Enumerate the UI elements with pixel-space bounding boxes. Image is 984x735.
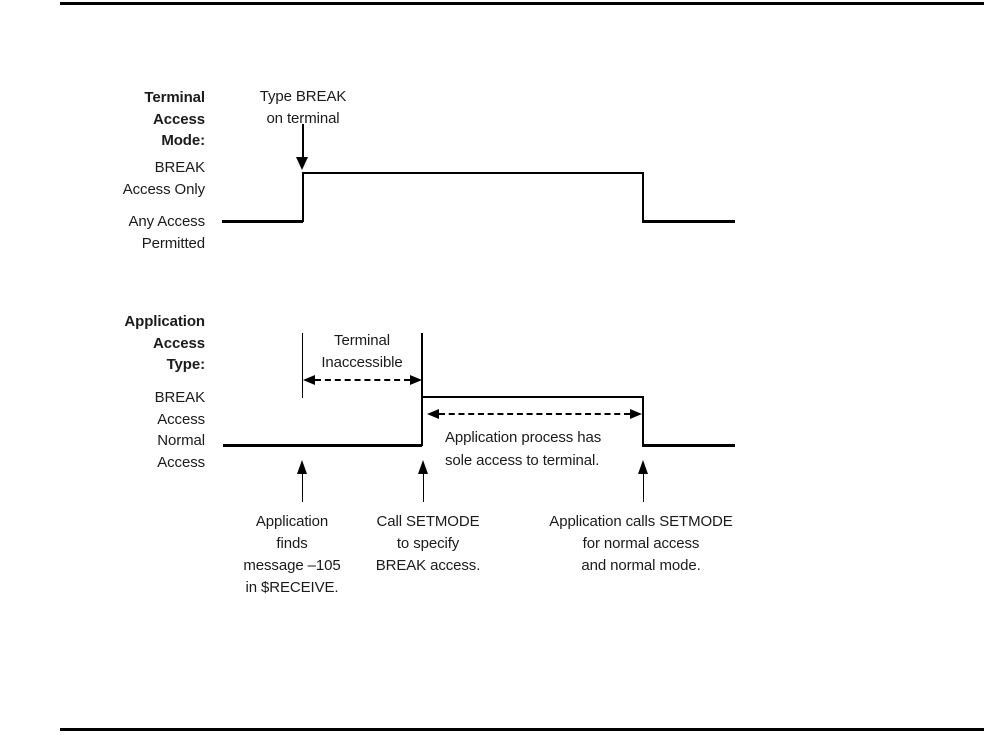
dashed-shaft <box>315 379 410 381</box>
application-process-note: Application process has sole access to t… <box>445 429 602 469</box>
top-rule <box>60 2 984 5</box>
bottom-rule <box>60 728 984 731</box>
up-arrow-shaft <box>301 474 303 502</box>
up-arrow-icon <box>417 460 428 474</box>
application-access-type-label: Application Access Type: <box>124 313 205 373</box>
dashed-shaft <box>439 413 630 415</box>
d1-signal-low-left <box>222 220 303 223</box>
d1-signal-high <box>302 172 644 174</box>
terminal-access-mode-label: Terminal Access Mode: <box>144 89 205 149</box>
d2-signal-low-left <box>223 444 422 447</box>
terminal-inaccessible-span-arrow <box>303 374 422 386</box>
up-arrow-icon <box>637 460 648 474</box>
setmode-normal-event-note: Application calls SETMODE for normal acc… <box>549 513 733 574</box>
d2-signal-high <box>421 396 643 398</box>
up-arrow-shaft <box>422 474 424 502</box>
down-arrow-icon <box>296 157 308 170</box>
d2-signal-rising-edge <box>421 333 423 446</box>
d2-signal-falling-edge <box>642 396 644 446</box>
setmode-break-event-note: Call SETMODE to specify BREAK access. <box>375 513 481 574</box>
sole-access-span-arrow <box>427 408 642 420</box>
arrow-left-icon <box>303 375 315 385</box>
arrow-left-icon <box>427 409 439 419</box>
down-arrow-shaft <box>302 124 304 158</box>
d2-signal-low-right <box>642 444 735 447</box>
up-arrow-icon <box>296 460 307 474</box>
terminal-inaccessible-label: Terminal Inaccessible <box>321 332 403 371</box>
type-break-annotation: Type BREAK on terminal <box>259 88 347 127</box>
up-arrow-shaft <box>642 474 644 502</box>
receive-event-note: Application finds message –105 in $RECEI… <box>243 513 341 596</box>
d1-signal-low-right <box>642 220 735 223</box>
arrow-right-icon <box>410 375 422 385</box>
span-start-tick <box>302 333 304 398</box>
break-access-only-label: BREAK Access Only <box>122 159 205 198</box>
normal-access-label: Normal Access <box>157 432 205 471</box>
d1-signal-rising-edge <box>302 172 304 222</box>
break-access-label: BREAK Access <box>154 389 205 428</box>
any-access-permitted-label: Any Access Permitted <box>128 213 205 252</box>
arrow-right-icon <box>630 409 642 419</box>
d1-signal-falling-edge <box>642 172 644 222</box>
